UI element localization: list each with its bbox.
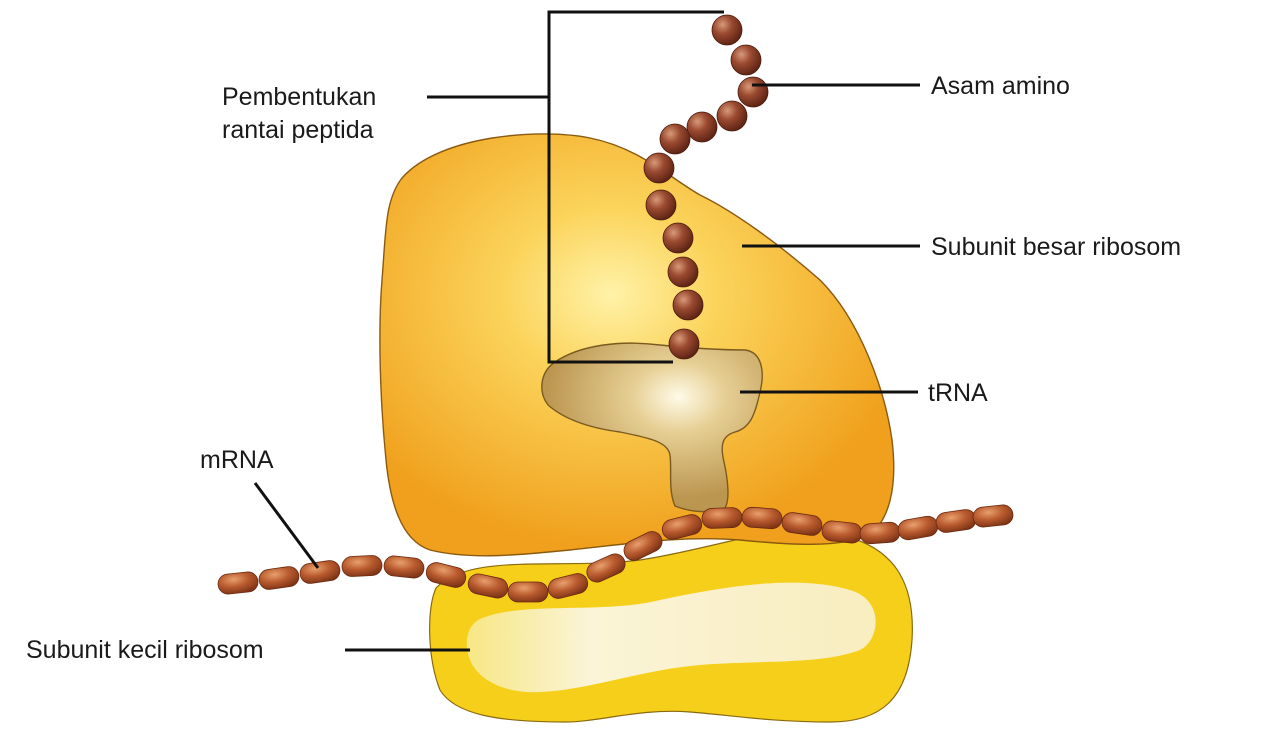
mrna-segment [741,506,783,530]
mrna-segment [935,509,977,533]
mrna-segment [217,571,259,595]
mrna-segment [299,560,341,584]
large-subunit-label: Subunit besar ribosom [931,233,1181,261]
peptide-bracket-line [547,10,724,364]
mrna-segment [258,566,300,590]
amino-acid-bead [643,152,675,184]
amino-acid-bead [730,44,762,76]
mrna-segment [859,521,901,545]
amino-acid-bead [645,189,677,221]
mrna-segment [623,531,663,561]
mrna-segment [383,555,425,579]
amino-acid-bead [716,100,748,132]
amino-acid-bead [668,328,700,360]
amino-acid-label: Asam amino [931,72,1070,100]
amino-acid-chain [643,14,769,360]
small-subunit-label: Subunit kecil ribosom [26,636,264,664]
mrna-segment [897,515,939,541]
amino-acid-bead [662,222,694,254]
mrna-strand [217,504,1014,603]
mrna-leader-line [253,482,320,569]
amino-acid-bead [686,111,718,143]
mrna-segment [547,573,589,599]
amino-acid-bead [659,123,691,155]
peptide-label-line1: Pembentukan [222,83,376,111]
amino-acid-bead [672,289,704,321]
mrna-segment [341,555,383,577]
mrna-segment [425,562,467,588]
amino-acid-bead [711,14,743,46]
small-subunit [429,530,913,723]
trna [541,342,763,513]
peptide-label-line2: rantai peptida [222,116,374,144]
mrna-segment [507,581,549,603]
amino-acid-bead [737,76,769,108]
trna-label: tRNA [928,379,988,407]
mrna-segment [661,514,703,540]
mrna-segment [586,553,626,583]
mrna-segment [467,573,509,599]
mrna-segment [701,507,743,529]
mrna-label: mRNA [200,446,274,474]
mrna-segment [781,512,823,536]
amino-acid-bead [667,256,699,288]
mrna-segment [972,504,1014,528]
